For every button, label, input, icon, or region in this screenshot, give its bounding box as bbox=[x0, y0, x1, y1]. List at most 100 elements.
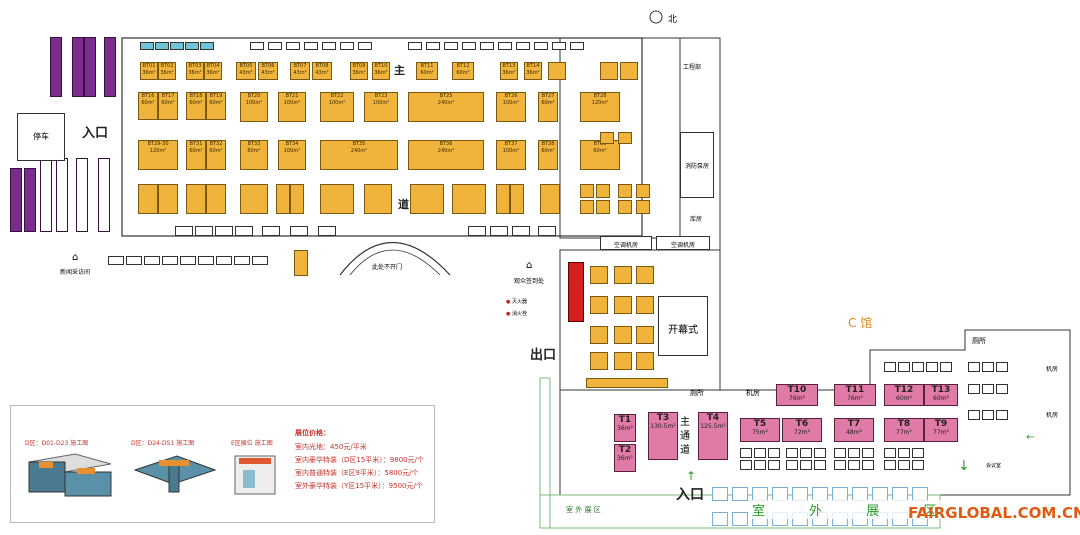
main-road-top-label: 主 bbox=[394, 64, 405, 77]
booth-drawing-d2 bbox=[133, 455, 217, 493]
main-hall-outline bbox=[121, 37, 643, 237]
price-item: 室内光地：450元/平米 bbox=[295, 443, 367, 451]
legend-title-d1: D区：D01-D23 施工图 bbox=[25, 440, 89, 447]
svg-text:↑: ↑ bbox=[686, 469, 696, 483]
main-road-label: 主 通 道 bbox=[680, 417, 690, 456]
price-list: 展位价格： 室内光地：450元/平米 室内豪华特装（D区15平米）：9800元/… bbox=[295, 428, 435, 494]
fire-gate-label: 此处不开门 bbox=[372, 264, 403, 271]
gate-arc bbox=[339, 242, 451, 276]
opening-ceremony-area: 开幕式 bbox=[658, 296, 708, 356]
compass-circle bbox=[649, 10, 663, 24]
press-center-icon: ⌂ bbox=[72, 252, 79, 263]
warehouse-label: 库房 bbox=[690, 216, 703, 223]
outdoor-strip bbox=[539, 377, 551, 529]
legend-box: D区：D01-D23 施工图 D区：D24-D51 施工图 E区展位 施工图 展… bbox=[10, 405, 435, 523]
machine-room-label-3: 机房 bbox=[1046, 412, 1059, 419]
legend-title-d2: D区：D24-D51 施工图 bbox=[131, 440, 195, 447]
parking-box: 停车 bbox=[17, 113, 65, 161]
visitor-service-icon: ⌂ bbox=[526, 260, 533, 271]
price-item: 室外豪华特装（Y区15平米）：9500元/个 bbox=[295, 482, 423, 490]
machine-room-label: 机房 bbox=[746, 389, 760, 397]
price-title: 展位价格： bbox=[295, 429, 330, 437]
svg-text:↓: ↓ bbox=[958, 458, 970, 474]
engineering-label: 工程部 bbox=[683, 64, 702, 71]
exit-label: 出口 bbox=[530, 348, 557, 363]
ac-room-2: 空调机房 bbox=[656, 236, 710, 250]
outdoor-small-label: 室 外 展 区 bbox=[566, 506, 601, 514]
price-item: 室内普通特装（E区9平米）：5800元/个 bbox=[295, 469, 419, 477]
booth-drawing-e bbox=[234, 455, 276, 495]
toilet-label-2: 厕所 bbox=[690, 389, 704, 397]
svg-text:←: ← bbox=[1026, 432, 1034, 443]
entrance-label-south: 入口 bbox=[676, 487, 704, 503]
fire-pump-room: 消防泵房 bbox=[680, 132, 714, 198]
booth-drawing-d1 bbox=[28, 453, 112, 497]
watermark: FAIRGLOBAL.COM.CN bbox=[908, 504, 1080, 522]
ac-room-1: 空调机房 bbox=[600, 236, 652, 250]
visitor-service-label: 观众签到处 bbox=[514, 278, 545, 285]
fire-hydrant-label: ● 消火栓 bbox=[506, 311, 527, 317]
machine-room-label-2: 机房 bbox=[1046, 366, 1059, 373]
meeting-room-label: 会议室 bbox=[986, 463, 1002, 469]
fire-extinguisher-label: ● 灭火器 bbox=[506, 299, 527, 305]
toilet-label: 厕所 bbox=[972, 337, 986, 345]
red-booth-strip bbox=[568, 262, 584, 322]
parking-label: 停车 bbox=[33, 132, 49, 141]
outdoor-area-label: 室 外 展 区 bbox=[752, 500, 957, 519]
hall-c-label: C 馆 bbox=[848, 316, 873, 330]
legend-title-e: E区展位 施工图 bbox=[231, 440, 273, 447]
press-center-label: 新闻采访间 bbox=[60, 269, 91, 276]
road-word-label: 道 bbox=[398, 198, 409, 211]
compass-north-label: 北 bbox=[668, 15, 678, 25]
entrance-label-main: 入口 bbox=[82, 126, 109, 141]
